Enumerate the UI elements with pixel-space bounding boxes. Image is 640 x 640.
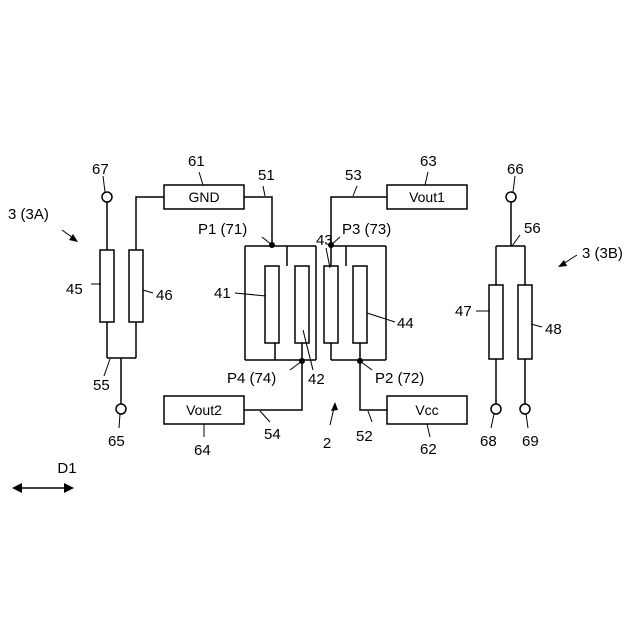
label-46: 46 — [156, 287, 173, 304]
sensor-3b-arrow — [558, 255, 577, 267]
sensor-3a-arrow — [62, 230, 78, 242]
label-52: 52 — [356, 428, 373, 445]
label-64: 64 — [194, 442, 211, 459]
label-65: 65 — [108, 433, 125, 450]
label-44: 44 — [397, 315, 414, 332]
label-56: 56 — [524, 220, 541, 237]
terminal-67 — [102, 192, 112, 202]
resistor-44 — [353, 266, 367, 343]
label-42: 42 — [308, 371, 325, 388]
label-43: 43 — [316, 232, 333, 249]
label-device-2: 2 — [323, 435, 331, 452]
terminal-66 — [506, 192, 516, 202]
label-p2: P2 (72) — [375, 370, 424, 387]
label-54: 54 — [264, 426, 281, 443]
label-69: 69 — [522, 433, 539, 450]
label-63: 63 — [420, 153, 437, 170]
label-48: 48 — [545, 321, 562, 338]
vout2-label: Vout2 — [186, 402, 222, 418]
gnd-label: GND — [188, 189, 219, 205]
label-47: 47 — [455, 303, 472, 320]
terminal-65 — [116, 404, 126, 414]
terminal-69 — [520, 404, 530, 414]
resistor-41 — [265, 266, 279, 343]
resistor-48 — [518, 285, 532, 359]
bridge-device-2 — [245, 242, 386, 364]
direction-d1-arrow — [12, 483, 74, 493]
label-66: 66 — [507, 161, 524, 178]
label-67: 67 — [92, 161, 109, 178]
label-direction: D1 — [57, 460, 76, 477]
resistor-42 — [295, 266, 309, 343]
device-2-arrow — [330, 402, 338, 425]
vcc-label: Vcc — [415, 402, 438, 418]
label-p4: P4 (74) — [227, 370, 276, 387]
label-51: 51 — [258, 167, 275, 184]
label-41: 41 — [214, 285, 231, 302]
label-45: 45 — [66, 281, 83, 298]
label-sensor-3b: 3 (3B) — [582, 245, 623, 262]
label-sensor-3a: 3 (3A) — [8, 206, 49, 223]
label-p1: P1 (71) — [198, 221, 247, 238]
resistor-45 — [100, 250, 114, 322]
resistor-43 — [324, 266, 338, 343]
resistor-46 — [129, 250, 143, 322]
label-62: 62 — [420, 441, 437, 458]
label-53: 53 — [345, 167, 362, 184]
label-55: 55 — [93, 377, 110, 394]
label-68: 68 — [480, 433, 497, 450]
label-p3: P3 (73) — [342, 221, 391, 238]
resistor-47 — [489, 285, 503, 359]
vout1-label: Vout1 — [409, 189, 445, 205]
terminal-68 — [491, 404, 501, 414]
label-61: 61 — [188, 153, 205, 170]
